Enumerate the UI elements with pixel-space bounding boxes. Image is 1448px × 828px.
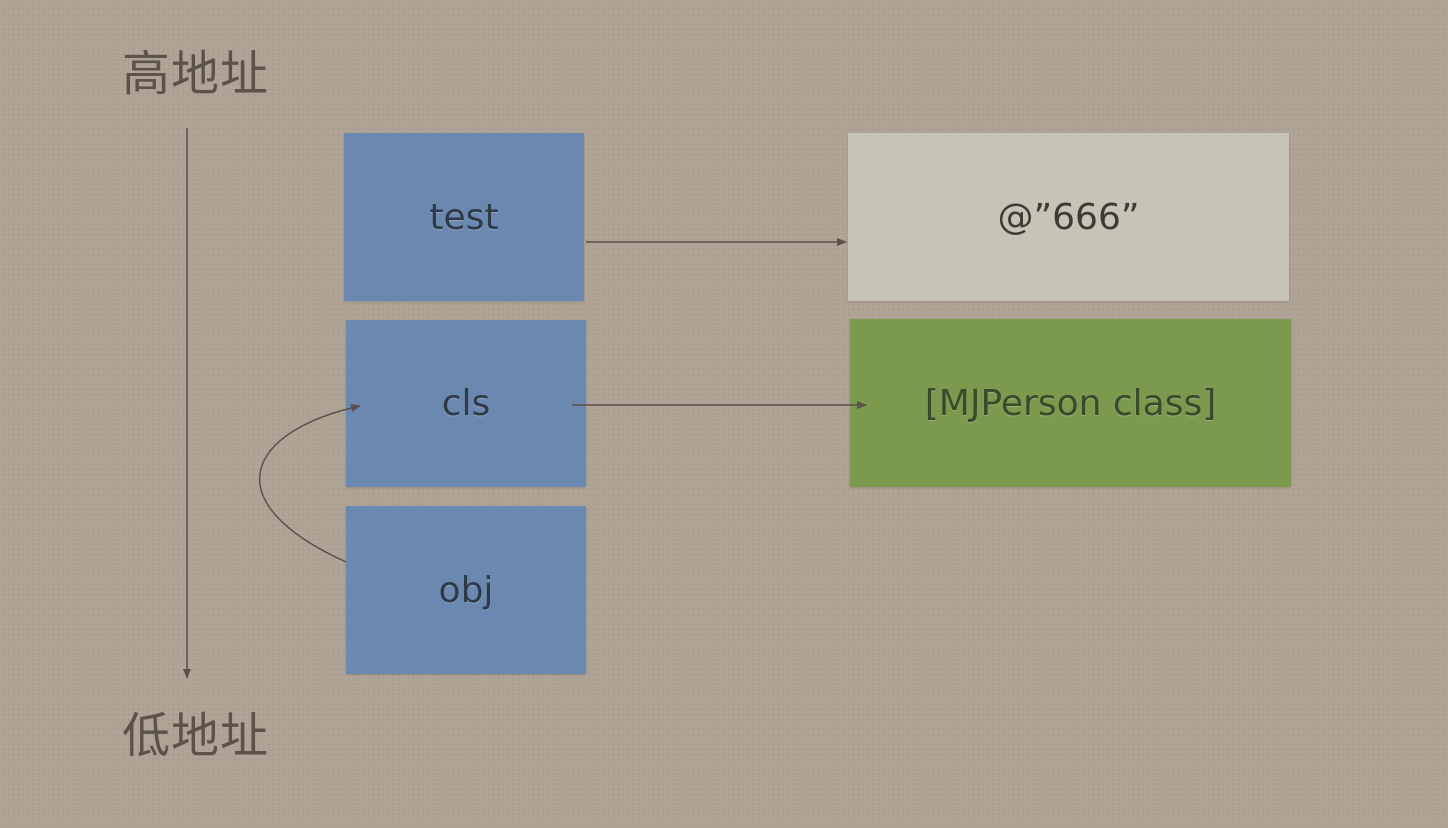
stack-box-obj-label: obj <box>438 569 494 611</box>
stack-box-test-label: test <box>429 196 499 238</box>
heap-box-class: [MJPerson class] <box>850 319 1291 487</box>
arrow-obj-to-cls <box>259 404 361 563</box>
stack-box-test: test <box>344 133 584 301</box>
stack-box-obj: obj <box>346 506 586 674</box>
heap-box-string: @”666” <box>848 133 1289 301</box>
heap-box-class-label: [MJPerson class] <box>924 382 1217 424</box>
stack-box-cls: cls <box>346 320 586 487</box>
high-address-label: 高地址 <box>122 46 270 102</box>
stack-box-cls-label: cls <box>441 383 491 424</box>
heap-box-string-label: @”666” <box>997 196 1140 238</box>
low-address-label: 低地址 <box>122 708 270 764</box>
